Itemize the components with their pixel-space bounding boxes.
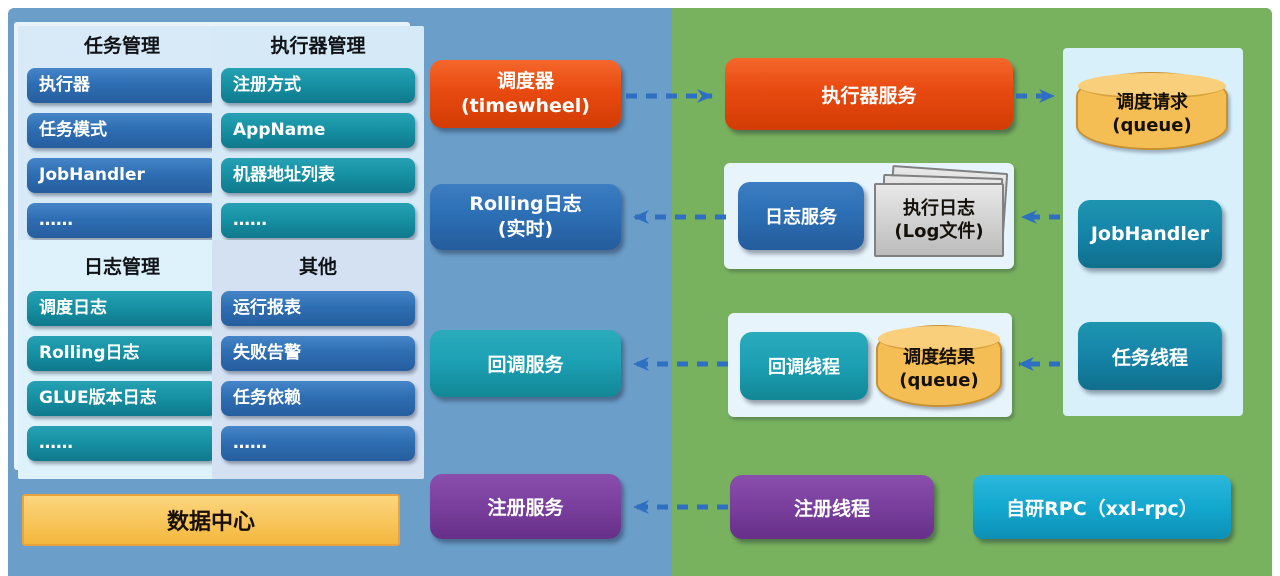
group-title: 其他 bbox=[298, 256, 337, 278]
sidebar-item-executor: 执行器 bbox=[27, 68, 217, 103]
sidebar-item-task-mode: 任务模式 bbox=[27, 113, 217, 148]
scheduler-box: 调度器 (timewheel) bbox=[430, 60, 621, 128]
group-task-management: 任务管理 执行器 任务模式 JobHandler …… bbox=[18, 26, 226, 243]
group-title: 日志管理 bbox=[83, 256, 160, 278]
registry-thread-box: 注册线程 bbox=[730, 475, 934, 539]
jobhandler-box: JobHandler bbox=[1078, 200, 1222, 268]
sidebar-item-register-mode: 注册方式 bbox=[221, 68, 415, 103]
sched-request-cylinder: 调度请求 (queue) bbox=[1076, 72, 1228, 150]
registry-service-box: 注册服务 bbox=[430, 474, 621, 539]
log-files-stack: 执行日志 (Log文件) bbox=[874, 165, 1009, 259]
sched-result-label: 调度结果 (queue) bbox=[899, 346, 979, 391]
sidebar-item-sched-log: 调度日志 bbox=[27, 291, 217, 326]
sched-result-cylinder: 调度结果 (queue) bbox=[876, 325, 1002, 407]
rpc-box: 自研RPC（xxl-rpc） bbox=[973, 475, 1231, 539]
sidebar-item-jobhandler: JobHandler bbox=[27, 158, 217, 193]
sidebar-item-run-report: 运行报表 bbox=[221, 291, 415, 326]
group-other: 其他 运行报表 失败告警 任务依赖 …… bbox=[212, 240, 424, 479]
data-center-bar: 数据中心 bbox=[22, 494, 400, 546]
sidebar-item-appname: AppName bbox=[221, 113, 415, 148]
callback-panel: 回调线程 调度结果 (queue) bbox=[728, 313, 1012, 417]
log-service-box: 日志服务 bbox=[738, 182, 864, 250]
group-executor-management: 执行器管理 注册方式 AppName 机器地址列表 …… bbox=[212, 26, 424, 243]
task-thread-box: 任务线程 bbox=[1078, 322, 1222, 390]
sidebar-item-more: …… bbox=[221, 203, 415, 238]
group-title: 执行器管理 bbox=[270, 35, 366, 57]
group-title: 任务管理 bbox=[83, 35, 160, 57]
sidebar-item-machine-list: 机器地址列表 bbox=[221, 158, 415, 193]
sidebar-item-task-dependency: 任务依赖 bbox=[221, 381, 415, 416]
group-log-management: 日志管理 调度日志 Rolling日志 GLUE版本日志 …… bbox=[18, 240, 226, 479]
executor-service-box: 执行器服务 bbox=[725, 58, 1013, 130]
callback-thread-box: 回调线程 bbox=[740, 332, 868, 400]
log-panel: 日志服务 执行日志 (Log文件) bbox=[724, 163, 1014, 269]
sidebar-item-more: …… bbox=[27, 203, 217, 238]
sidebar-item-more: …… bbox=[221, 426, 415, 461]
executor-inner-panel: 调度请求 (queue) JobHandler 任务线程 bbox=[1063, 48, 1243, 416]
sidebar-item-rolling-log: Rolling日志 bbox=[27, 336, 217, 371]
log-files-label: 执行日志 (Log文件) bbox=[874, 183, 1004, 257]
sidebar-item-glue-log: GLUE版本日志 bbox=[27, 381, 217, 416]
sched-request-label: 调度请求 (queue) bbox=[1112, 91, 1192, 136]
callback-service-box: 回调服务 bbox=[430, 330, 621, 397]
sidebar-item-more: …… bbox=[27, 426, 217, 461]
sidebar-item-fail-alarm: 失败告警 bbox=[221, 336, 415, 371]
rolling-log-box: Rolling日志 (实时) bbox=[430, 184, 621, 250]
